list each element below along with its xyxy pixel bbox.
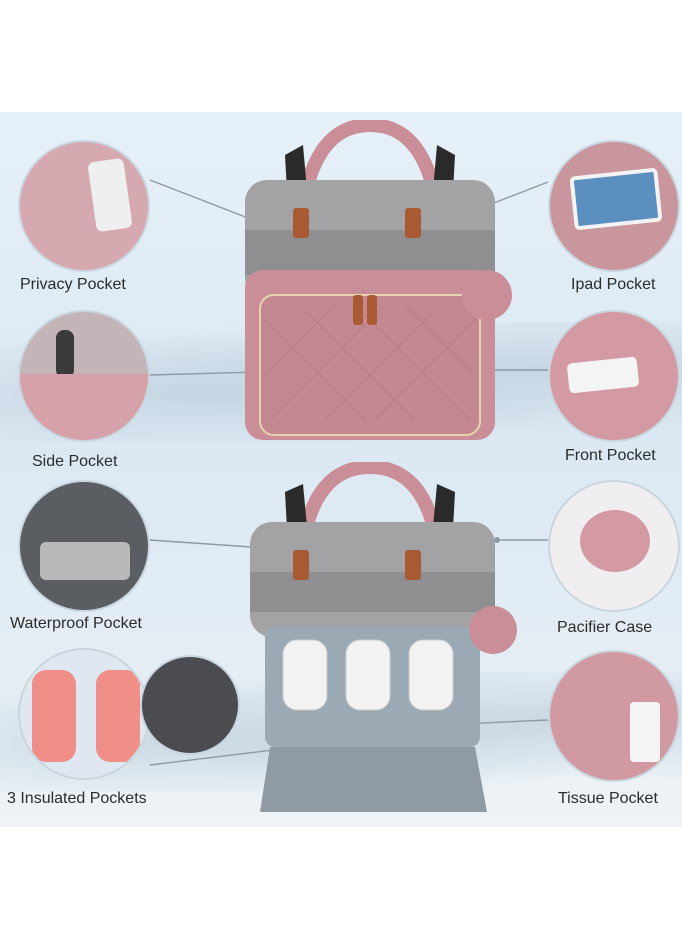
privacy-pocket-label: Privacy Pocket	[20, 276, 126, 293]
tissue-pocket-label: Tissue Pocket	[558, 790, 658, 807]
privacy-pocket-line	[149, 179, 249, 219]
ipad-pocket-photo	[548, 140, 680, 272]
waterproof-pocket-label: Waterproof Pocket	[10, 615, 142, 632]
pacifier-case-photo	[548, 480, 680, 612]
backpack-closed-image	[245, 120, 512, 440]
ipad-pocket-label: Ipad Pocket	[571, 276, 656, 293]
pacifier-case-label: Pacifier Case	[557, 619, 653, 636]
insulated-pocket-photo	[140, 655, 240, 755]
insulated-pockets-label: 3 Insulated Pockets	[7, 790, 147, 807]
tissue-pocket-photo	[548, 650, 680, 782]
waterproof-pocket-line	[149, 539, 267, 549]
insulated-bottles-photo	[18, 648, 150, 780]
front-pocket-label: Front Pocket	[565, 447, 656, 464]
front-pocket-photo	[548, 310, 680, 442]
side-pocket-label: Side Pocket	[32, 453, 118, 470]
waterproof-pocket-photo	[18, 480, 150, 612]
side-pocket-line	[149, 371, 259, 376]
backpack-open-image	[250, 462, 517, 812]
privacy-pocket-photo	[18, 140, 150, 272]
side-pocket-photo	[18, 310, 150, 442]
